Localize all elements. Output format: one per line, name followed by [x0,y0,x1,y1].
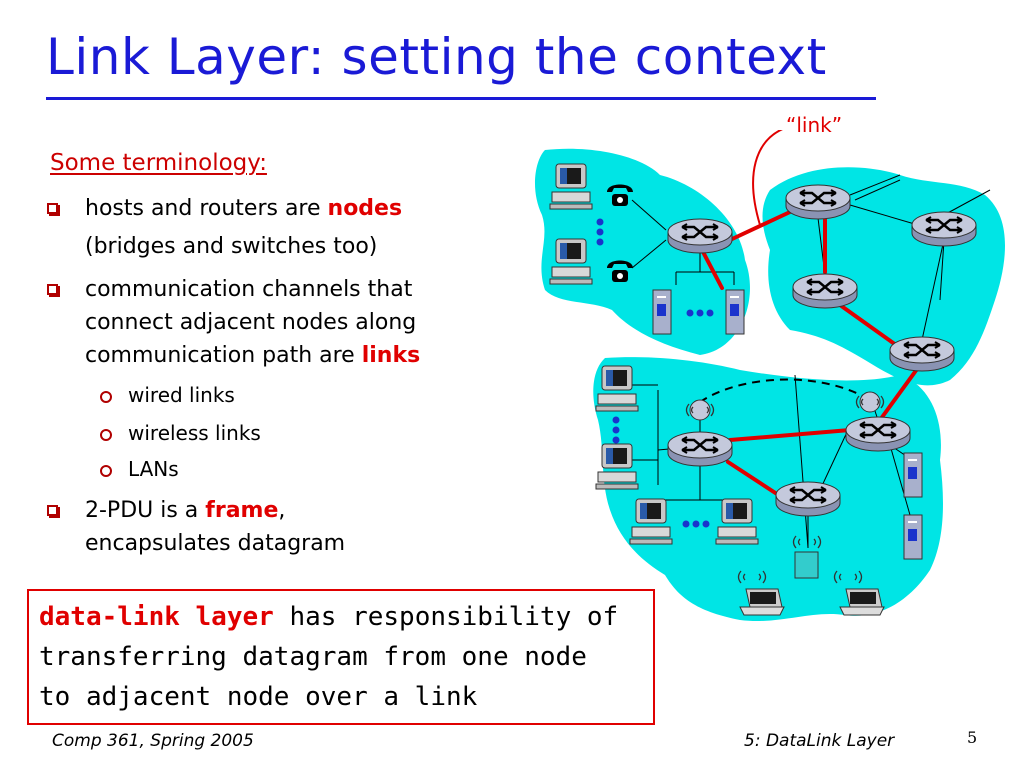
sub-bullet-lans: LANs [100,451,179,487]
server [725,289,745,335]
circle-bullet-icon [100,429,112,441]
subheading: Some terminology: [50,150,267,176]
term-links: links [361,343,421,368]
host-computer [715,498,759,545]
host-computer [629,498,673,545]
router [844,415,912,453]
server [903,514,923,560]
square-bullet-icon [47,505,58,516]
host-computer [549,238,593,285]
definition-box: data-link layer has responsibility of tr… [27,589,655,725]
footer-course: Comp 361, Spring 2005 [52,731,254,751]
server [652,289,672,335]
sub-bullet-wireless: wireless links [100,415,261,451]
host-computer [595,365,639,412]
host-computer [595,443,639,490]
term-nodes: nodes [327,196,403,221]
link-callout-label: “link” [786,113,843,137]
page-number: 5 [967,728,978,747]
bullet-frame: 2-PDU is a frame, encapsulates datagram [47,494,345,560]
router [784,183,852,221]
footer-chapter: 5: DataLink Layer [744,731,895,751]
sub-bullet-wired: wired links [100,377,235,413]
slide-title: Link Layer: setting the context [46,28,827,86]
title-underline [46,97,876,100]
square-bullet-icon [47,203,58,214]
router [888,335,956,373]
router [791,272,859,310]
network-diagram [534,130,1005,622]
bullet-links: communication channels that connect adja… [47,273,421,372]
router [910,210,978,248]
circle-bullet-icon [100,465,112,477]
bullet-nodes-continuation: (bridges and switches too) [85,234,378,259]
term-data-link-layer: data-link layer [39,602,274,632]
router [774,480,842,518]
bullet-nodes: hosts and routers are nodes [47,192,403,225]
router [666,217,734,255]
circle-bullet-icon [100,391,112,403]
server [903,452,923,498]
term-frame: frame [205,498,279,523]
router [666,430,734,468]
host-computer [549,163,593,210]
square-bullet-icon [47,284,58,295]
